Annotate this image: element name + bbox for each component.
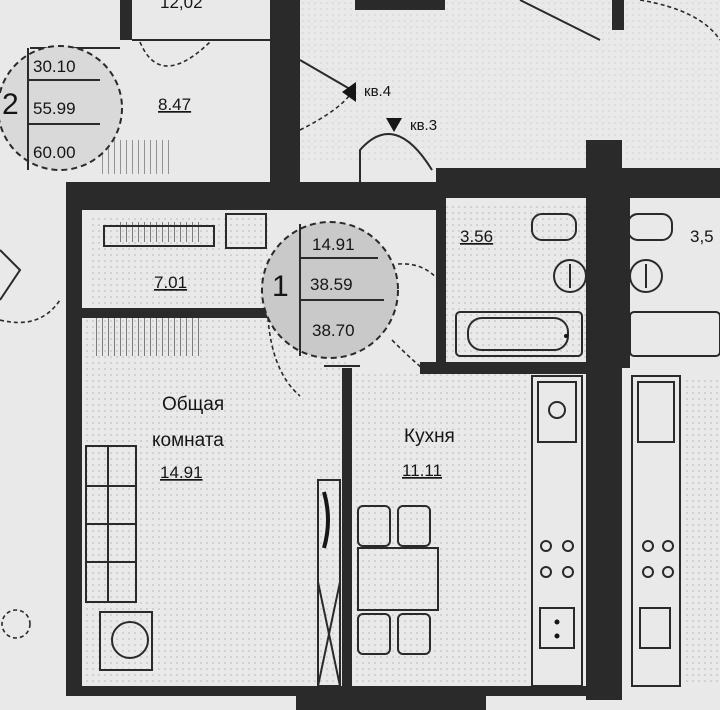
wall-shared-right <box>586 140 622 700</box>
apartment-1-total-area: 38.59 <box>310 275 353 294</box>
apartment-2-total-with-balcony: 60.00 <box>33 143 76 162</box>
loggia-radiator-top <box>120 222 200 242</box>
living-room-floor <box>80 318 348 688</box>
corridor: кв.4 кв.3 <box>0 0 720 324</box>
wall-apt2 <box>120 0 132 40</box>
top-partial-label: 12,02 <box>160 0 203 12</box>
arrow-kv3-icon <box>386 118 402 132</box>
wall-loggia-bottom <box>82 308 272 318</box>
bathroom-door-arc <box>397 263 446 291</box>
wall-left <box>66 182 82 692</box>
neighbor-bath-wall <box>622 198 630 368</box>
kitchen-area: 11.11 <box>402 461 442 480</box>
armchair-icon <box>99 611 153 671</box>
apartment-2-badge <box>0 45 123 171</box>
corridor-floor <box>300 0 720 160</box>
bathroom-area: 3.56 <box>460 227 493 246</box>
bathroom: 3.56 3,5 <box>455 198 720 368</box>
bathroom-floor <box>446 205 586 363</box>
left-door-fragment <box>0 249 22 301</box>
living-room-name-1: Общая <box>162 394 224 415</box>
kitchen-name: Кухня <box>404 426 455 447</box>
apartment-2-living-area: 30.10 <box>33 57 76 76</box>
kitchen-floor <box>350 372 530 688</box>
bathtub-drain-icon <box>564 334 568 338</box>
kitchen-counter <box>531 375 583 687</box>
kitchen: Кухня 11.11 <box>357 375 720 687</box>
corridor-door-arc-kv4 <box>299 91 353 131</box>
apt2-door-arc <box>139 41 211 67</box>
fridge-icon <box>539 607 575 649</box>
loggia: 7.01 <box>92 213 267 356</box>
living-room-name-2: комната <box>152 430 224 451</box>
corridor-door-arc-right <box>639 0 720 41</box>
bathtub-inner <box>467 317 569 351</box>
sink-icon <box>531 213 577 241</box>
entrance-label-kv4: кв.4 <box>364 83 391 100</box>
apartment-1-total-with-balcony: 38.70 <box>312 321 355 340</box>
bathtub-icon <box>455 311 583 357</box>
living-room: Общая комната 14.91 <box>85 394 341 687</box>
wall-bath-left <box>436 168 446 368</box>
dining-table-icon <box>357 547 439 611</box>
apartment-2-number: 2 <box>2 88 19 121</box>
apartment-2-area: 12,02 8.47 2 30.10 55.99 60.00 <box>0 0 270 174</box>
apt2-room-area: 8.47 <box>158 95 191 114</box>
stove-icon <box>540 540 574 578</box>
fridge-dot-2 <box>554 633 560 639</box>
corridor-wall-diagonal <box>519 0 601 41</box>
kitchen-sink-drain <box>548 401 566 419</box>
wall-bath-top <box>436 168 720 198</box>
chair-icon-4 <box>397 613 431 655</box>
chair-icon-1 <box>357 505 391 547</box>
loggia-area: 7.01 <box>154 273 187 292</box>
neighbor-sink-icon-kitchen <box>637 381 675 443</box>
neighbor-fridge-icon <box>639 607 671 649</box>
living-room-area: 14.91 <box>160 463 203 482</box>
wall-room-kitchen <box>342 368 352 693</box>
closet-door-icon <box>322 491 330 549</box>
neighbor-kitchen-counter <box>631 375 681 687</box>
wall-bottom-center <box>296 686 486 710</box>
walls <box>66 0 720 710</box>
door-kv3-swing <box>359 133 433 182</box>
apartment-1-badge <box>261 221 399 359</box>
apartment-1-living-area: 14.91 <box>312 235 355 254</box>
wall-bath-bottom <box>420 362 590 374</box>
toilet-icon <box>553 259 587 293</box>
wall-top-far <box>612 0 624 30</box>
left-door-arc <box>0 299 61 324</box>
corridor-door-kv4 <box>299 59 356 93</box>
loggia-radiator-bottom <box>92 318 202 356</box>
compass-icon <box>1 609 31 639</box>
wall-top-vertical <box>270 0 300 182</box>
kitchen-door-arc <box>391 339 423 369</box>
apartment-1-badge-group: 1 14.91 38.59 38.70 <box>261 221 446 397</box>
entrance-label-kv3: кв.3 <box>410 117 437 134</box>
living-room-door-arc <box>267 317 301 397</box>
chair-icon-3 <box>357 613 391 655</box>
neighbor-stove-icon <box>642 540 674 578</box>
wall-top <box>66 182 436 210</box>
neighbor-bathroom-area: 3,5 <box>690 227 714 246</box>
kitchen-sink-icon <box>537 381 577 443</box>
armchair-seat <box>111 621 149 659</box>
wall-top-right <box>355 0 445 10</box>
apartment-1-number: 1 <box>272 270 289 303</box>
wardrobe <box>225 213 267 249</box>
fridge-dot-1 <box>554 619 560 625</box>
closet-cross-2 <box>317 581 341 687</box>
chair-icon-2 <box>397 505 431 547</box>
apartment-2-total-area: 55.99 <box>33 99 76 118</box>
neighbor-kitchen-floor <box>682 376 720 686</box>
apt2-radiator <box>100 140 170 174</box>
arrow-kv4-icon <box>342 82 356 102</box>
